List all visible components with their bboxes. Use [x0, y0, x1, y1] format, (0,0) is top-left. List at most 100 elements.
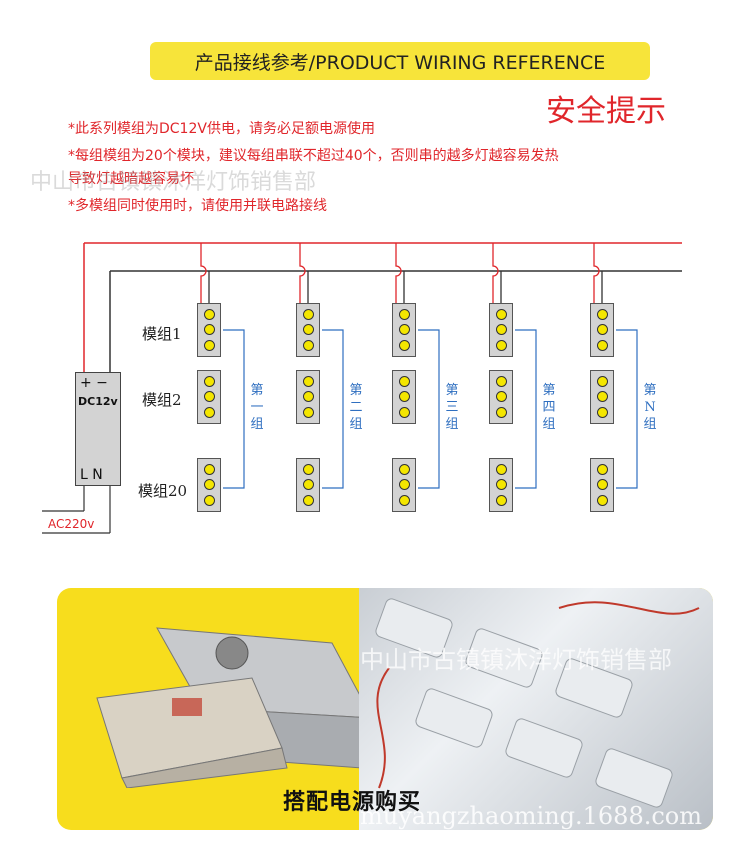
led-dot: [203, 376, 215, 388]
led-module: [489, 303, 513, 357]
led-dot: [398, 391, 410, 403]
wires: [42, 242, 682, 534]
site-watermark: muyangzhaoming.1688.com: [360, 802, 702, 830]
led-dot: [302, 406, 314, 418]
group-bracket: [322, 329, 344, 489]
shop-watermark-photo: 中山市古镇镇沐洋灯饰销售部: [360, 646, 672, 674]
led-dot: [203, 339, 215, 351]
led-module: [197, 303, 221, 357]
group-label: 第一组: [250, 383, 264, 432]
led-module: [590, 303, 614, 357]
shop-watermark-top: 中山市古镇镇沐洋灯饰销售部: [30, 170, 317, 195]
led-dot: [203, 324, 215, 336]
module-label-1: 模组1: [142, 325, 182, 343]
led-dot: [302, 376, 314, 388]
led-dot: [398, 494, 410, 506]
product-photo-panel: 搭配电源购买: [57, 588, 713, 830]
psu-ac-terminals: L N: [80, 467, 103, 483]
led-dot: [302, 464, 314, 476]
led-dot: [398, 339, 410, 351]
led-module: [197, 370, 221, 424]
led-dot: [495, 339, 507, 351]
group-bracket: [418, 329, 440, 489]
module-label-20: 模组20: [138, 482, 188, 500]
power-supply-photo: [96, 627, 372, 788]
led-dot: [495, 406, 507, 418]
led-module: [296, 370, 320, 424]
led-dot: [398, 309, 410, 321]
led-dot: [203, 464, 215, 476]
led-dot: [302, 324, 314, 336]
led-dot: [596, 479, 608, 491]
note-2: *每组模组为20个模块，建议每组串联不超过40个，否则串的越多灯越容易发热: [68, 148, 559, 164]
led-dot: [398, 406, 410, 418]
power-supply-unit: + − DC12v L N: [75, 372, 121, 486]
led-module-photo: [359, 588, 713, 830]
led-dot: [398, 324, 410, 336]
positive-drop-wire: [492, 243, 499, 303]
module-label-2: 模组2: [142, 391, 182, 409]
wiring-diagram: + − DC12v L N AC220v 模组1 模组2 模组20 第一组 第二组…: [0, 230, 750, 550]
led-dot: [596, 339, 608, 351]
led-dot: [596, 309, 608, 321]
ac-input-label: AC220v: [48, 517, 95, 531]
led-dot: [596, 324, 608, 336]
led-dot: [203, 479, 215, 491]
led-dot: [596, 376, 608, 388]
positive-drop-wire: [395, 243, 402, 303]
led-module: [392, 370, 416, 424]
led-dot: [302, 391, 314, 403]
led-dot: [495, 464, 507, 476]
page-title: 产品接线参考/PRODUCT WIRING REFERENCE: [194, 51, 606, 74]
note-2-cont: 导致灯越暗越容易坏: [68, 171, 194, 187]
led-modules-illustration: [375, 598, 700, 808]
led-dot: [495, 324, 507, 336]
led-module: [590, 370, 614, 424]
group-label: 第三组: [445, 383, 459, 432]
led-dot: [203, 494, 215, 506]
led-dot: [203, 391, 215, 403]
led-module: [590, 458, 614, 512]
led-module: [197, 458, 221, 512]
group-bracket: [616, 329, 638, 489]
led-dot: [495, 494, 507, 506]
led-dot: [495, 479, 507, 491]
group-label: 第二组: [349, 383, 363, 432]
led-dot: [302, 339, 314, 351]
led-dot: [302, 479, 314, 491]
psu-dc-terminals: + −: [80, 375, 108, 391]
led-module: [296, 458, 320, 512]
led-module: [489, 458, 513, 512]
group-label: 第四组: [542, 383, 556, 432]
led-dot: [203, 406, 215, 418]
led-dot: [495, 391, 507, 403]
positive-drop-wire: [200, 243, 207, 303]
group-bracket: [223, 329, 245, 489]
title-banner: 产品接线参考/PRODUCT WIRING REFERENCE: [150, 42, 650, 80]
led-module: [296, 303, 320, 357]
led-dot: [203, 309, 215, 321]
note-3: *多模组同时使用时，请使用并联电路接线: [68, 198, 327, 214]
group-label: 第N组: [643, 383, 657, 432]
positive-drop-wire: [593, 243, 600, 303]
led-dot: [398, 464, 410, 476]
led-dot: [398, 479, 410, 491]
group-bracket: [515, 329, 537, 489]
led-dot: [596, 494, 608, 506]
psu-name: DC12v: [78, 395, 118, 408]
led-module: [489, 370, 513, 424]
led-dot: [302, 309, 314, 321]
led-dot: [596, 406, 608, 418]
positive-drop-wire: [299, 243, 306, 303]
led-dot: [398, 376, 410, 388]
safety-title: 安全提示: [546, 94, 666, 129]
note-1: *此系列模组为DC12V供电，请务必足额电源使用: [68, 121, 375, 137]
led-module: [392, 303, 416, 357]
led-dot: [302, 494, 314, 506]
led-dot: [495, 309, 507, 321]
buy-with-psu-caption: 搭配电源购买: [283, 789, 422, 815]
led-dot: [495, 376, 507, 388]
led-dot: [596, 391, 608, 403]
led-dot: [596, 464, 608, 476]
led-module: [392, 458, 416, 512]
